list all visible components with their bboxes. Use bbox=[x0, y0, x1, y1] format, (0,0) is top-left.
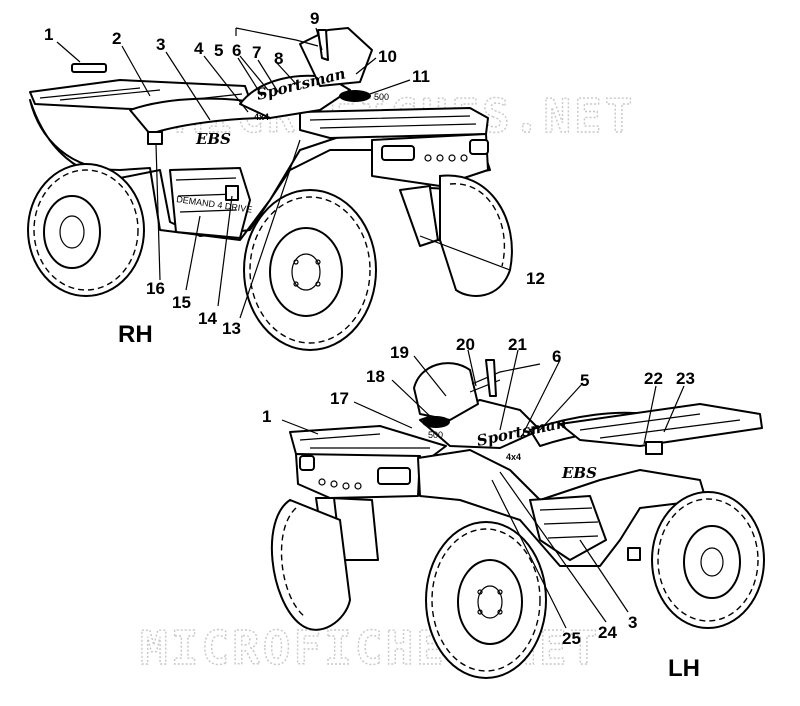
rh-callout-5: 5 bbox=[214, 41, 223, 60]
rh-callout-2: 2 bbox=[112, 29, 121, 48]
lh-4x4-decal: 4x4 bbox=[506, 452, 521, 462]
lh-callout-23: 23 bbox=[676, 369, 695, 388]
rh-4x4-decal: 4x4 bbox=[254, 112, 269, 122]
lh-leader-lines bbox=[281, 349, 685, 629]
lh-callout-5: 5 bbox=[580, 371, 589, 390]
rh-callout-11: 11 bbox=[412, 67, 430, 86]
lh-callout-1: 1 bbox=[262, 407, 271, 426]
lh-callout-24: 24 bbox=[598, 623, 617, 642]
rh-callouts: 1 2 3 4 5 6 7 8 9 10 11 12 13 14 15 16 bbox=[44, 9, 545, 338]
lh-callout-18: 18 bbox=[366, 367, 385, 386]
lh-side-label: LH bbox=[668, 655, 700, 682]
rh-leader-lines bbox=[56, 27, 511, 319]
rh-callout-9: 9 bbox=[310, 9, 319, 28]
rh-callout-4: 4 bbox=[194, 39, 204, 58]
lh-callout-17: 17 bbox=[330, 389, 349, 408]
lh-callout-19: 19 bbox=[390, 343, 409, 362]
lh-callout-21: 21 bbox=[508, 335, 527, 354]
lh-callout-22: 22 bbox=[644, 369, 663, 388]
lh-atv-drawing: Sportsman EBS 500 4x4 bbox=[270, 359, 765, 679]
rh-callout-14: 14 bbox=[198, 309, 217, 328]
rh-callout-6: 6 bbox=[232, 41, 241, 60]
lh-callout-25: 25 bbox=[562, 629, 581, 648]
rh-callout-1: 1 bbox=[44, 25, 53, 44]
rh-callout-16: 16 bbox=[146, 279, 165, 298]
lh-callout-3: 3 bbox=[628, 613, 637, 632]
rh-side-label: RH bbox=[118, 321, 153, 348]
lh-callout-6: 6 bbox=[552, 347, 561, 366]
rh-callout-8: 8 bbox=[274, 49, 283, 68]
rh-callout-10: 10 bbox=[378, 47, 397, 66]
rh-500-decal: 500 bbox=[374, 92, 389, 102]
lh-500-decal: 500 bbox=[428, 430, 443, 440]
lh-callout-20: 20 bbox=[456, 335, 475, 354]
rh-callout-7: 7 bbox=[252, 43, 261, 62]
rh-callout-15: 15 bbox=[172, 293, 191, 312]
rh-ebs-decal: EBS bbox=[195, 130, 231, 148]
lh-ebs-decal: EBS bbox=[561, 464, 597, 482]
rh-callout-12: 12 bbox=[526, 269, 545, 288]
rh-atv-drawing: Sportsman EBS DEMAND 4 DRIVE 500 4x4 bbox=[27, 27, 513, 351]
rh-callout-13: 13 bbox=[222, 319, 241, 338]
rh-callout-3: 3 bbox=[156, 35, 165, 54]
lh-callouts: 1 17 18 19 20 21 6 5 22 23 3 24 25 bbox=[262, 335, 695, 648]
